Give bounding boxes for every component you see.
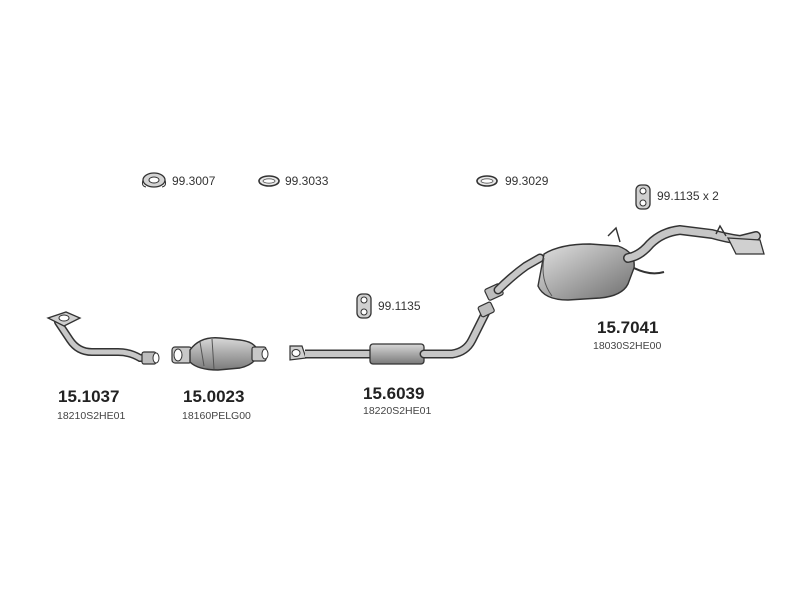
seal-label-99-3033: 99.3033: [285, 174, 329, 188]
oem-number-18210S2HE01: 18210S2HE01: [57, 410, 126, 422]
oem-number-18220S2HE01: 18220S2HE01: [363, 405, 432, 417]
part-number-15-7041: 15.7041: [597, 318, 659, 337]
oem-number-18030S2HE00: 18030S2HE00: [593, 340, 662, 352]
flange-gasket-icon: [141, 172, 167, 188]
catalytic-converter-icon: [171, 337, 269, 371]
seal-label-99-3007: 99.3007: [172, 174, 216, 188]
rubber-hanger-icon: [356, 293, 372, 319]
part-number-15-1037: 15.1037: [58, 387, 120, 406]
rear-muffler-icon: [484, 224, 765, 301]
sealing-ring-icon: [476, 175, 498, 187]
part-number-15-0023: 15.0023: [183, 387, 245, 406]
rubber-hanger-icon: [635, 184, 651, 210]
sealing-ring-icon: [258, 175, 280, 187]
center-pipe-icon: [289, 301, 495, 365]
front-pipe-icon: [46, 311, 160, 365]
seal-label-99-1135: 99.1135: [378, 299, 421, 313]
seal-label-99-1135-x2: 99.1135 x 2: [657, 189, 719, 203]
seal-label-99-3029: 99.3029: [505, 174, 549, 188]
oem-number-18160PELG00: 18160PELG00: [182, 410, 251, 422]
part-number-15-6039: 15.6039: [363, 384, 425, 403]
